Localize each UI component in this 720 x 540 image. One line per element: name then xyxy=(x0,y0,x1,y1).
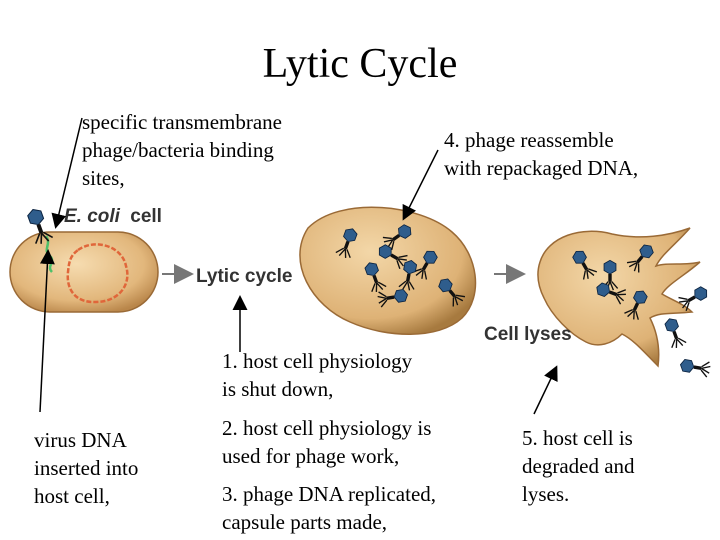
ecoli-label: E. coli cell xyxy=(64,206,162,227)
note-host-shutdown: 1. host cell physiology is shut down, xyxy=(222,349,413,401)
pointer-degraded xyxy=(533,365,558,415)
note-reassemble: 4. phage reassemble with repackaged DNA, xyxy=(444,128,639,180)
note-virus-dna-inserted: virus DNA inserted into host cell, xyxy=(34,428,139,508)
ecoli-cell xyxy=(9,231,159,313)
ecoli-italic-label: E. coli xyxy=(64,206,121,227)
bacterial-dna-loop xyxy=(66,243,129,304)
note-phage-work: 2. host cell physiology is used for phag… xyxy=(222,416,432,468)
pointer-virus-dna xyxy=(39,249,55,413)
lytic-cycle-label: Lytic cycle xyxy=(196,266,292,287)
infected-cell xyxy=(299,206,477,335)
note-cell-degraded: 5. host cell is degraded and lyses. xyxy=(522,426,635,506)
note-dna-replicated: 3. phage DNA replicated, capsule parts m… xyxy=(222,482,437,534)
pointer-reassemble xyxy=(402,149,439,221)
cell-lyses-label: Cell lyses xyxy=(484,324,572,345)
ecoli-cell-word: cell xyxy=(130,206,162,227)
page-title: Lytic Cycle xyxy=(262,41,458,87)
note-binding-sites: specific transmembrane phage/bacteria bi… xyxy=(82,110,282,190)
pointer-binding-sites xyxy=(51,117,83,229)
